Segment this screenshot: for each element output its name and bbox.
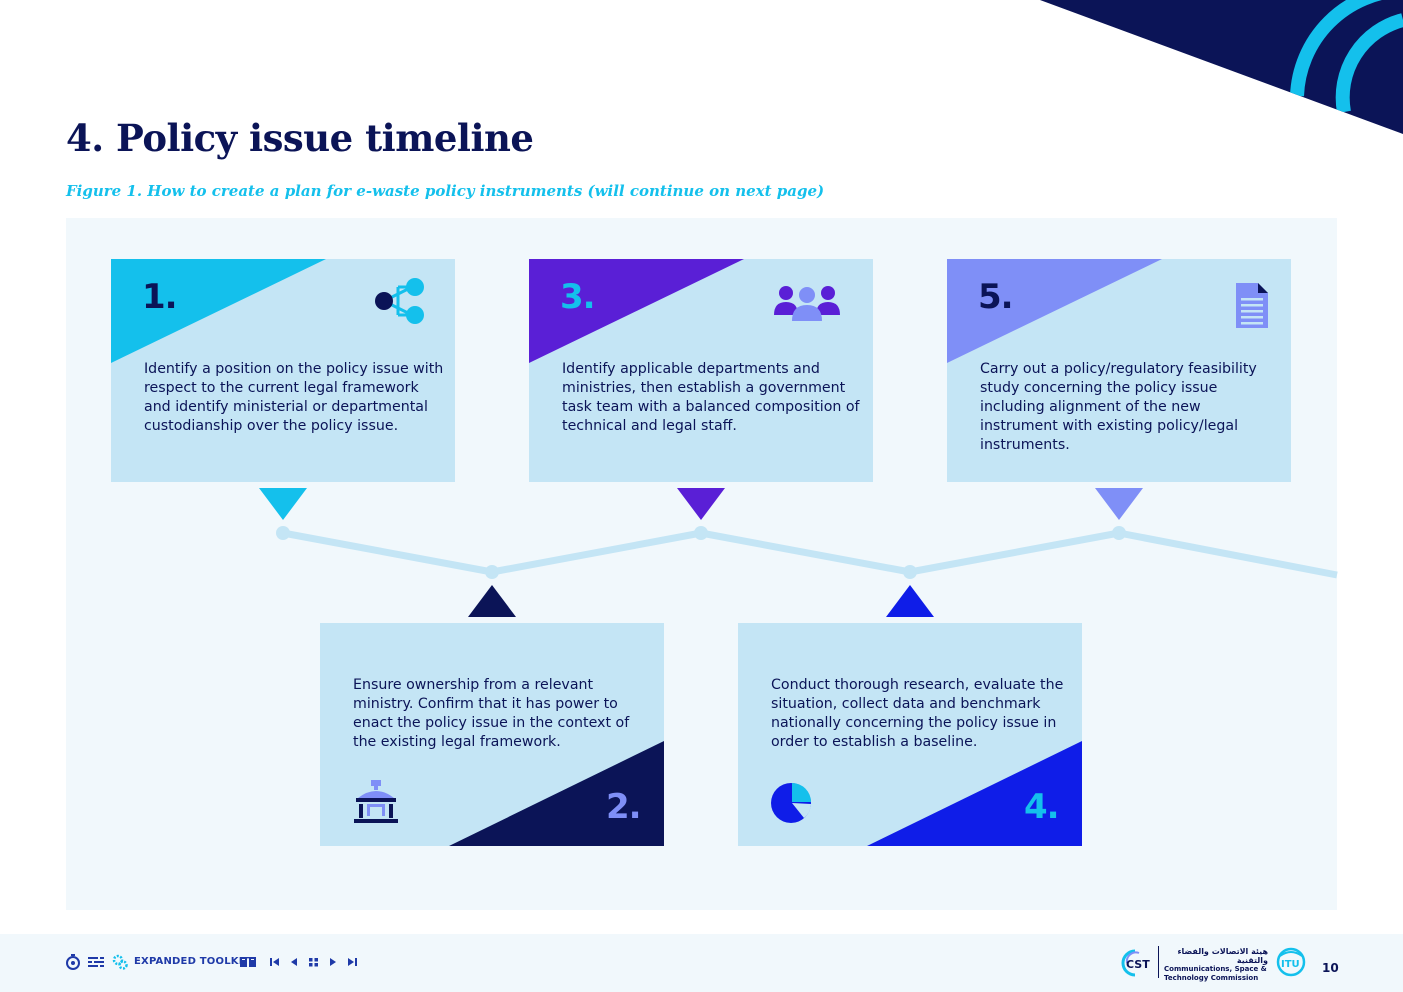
- team-people-icon: [774, 286, 840, 321]
- timeline-node-1: [276, 526, 290, 540]
- step-number: 4.: [1024, 787, 1060, 827]
- info-icon[interactable]: [66, 954, 80, 970]
- step-description: Ensure ownership from a relevant ministr…: [353, 677, 630, 750]
- org-name-line1: Communications, Space &: [1164, 965, 1267, 973]
- document-icon: [1236, 283, 1268, 328]
- first-page-icon[interactable]: [270, 954, 280, 970]
- step-description: Conduct thorough research, evaluate the …: [771, 677, 1064, 750]
- page-title: 4. Policy issue timeline: [66, 116, 534, 160]
- share-nodes-icon: [375, 278, 424, 324]
- step-card-3: 3. Identify applicable departments and m…: [529, 259, 873, 482]
- timeline-node-3: [694, 526, 708, 540]
- step-card-5: 5. Carry out a policy/regulatory feasibi…: [947, 259, 1291, 482]
- grid-icon[interactable]: [308, 954, 320, 970]
- next-page-icon[interactable]: [328, 954, 338, 970]
- step-description: Identify applicable departments and mini…: [562, 361, 860, 434]
- timeline-node-5: [1112, 526, 1126, 540]
- marker-down-step-1: [259, 488, 307, 520]
- book-icon[interactable]: [240, 954, 256, 970]
- marker-down-step-5: [1095, 488, 1143, 520]
- page-number: 10: [1322, 961, 1339, 975]
- cst-logo: CST: [1121, 949, 1150, 977]
- org-name-line2: Technology Commission: [1164, 973, 1259, 982]
- step-card-2: Ensure ownership from a relevant ministr…: [320, 623, 664, 846]
- menu-icon[interactable]: [88, 954, 104, 970]
- marker-down-step-3: [677, 488, 725, 520]
- card-accent-triangle: [867, 741, 1082, 846]
- figure-caption: Figure 1. How to create a plan for e-was…: [66, 182, 825, 200]
- itu-logo: ITU: [1276, 947, 1306, 977]
- cst-logo-text: CST: [1126, 958, 1150, 971]
- marker-up-step-2: [468, 585, 516, 617]
- pie-chart-icon: [771, 783, 811, 823]
- card-accent-triangle: [529, 259, 744, 363]
- government-building-icon: [354, 780, 398, 823]
- step-description: Carry out a policy/regulatory feasibilit…: [980, 361, 1257, 453]
- step-card-4: Conduct thorough research, evaluate the …: [738, 623, 1082, 846]
- org-name-arabic: هيئة الاتصالات والفضاء والتقنية: [1177, 947, 1268, 965]
- timeline-node-2: [485, 565, 499, 579]
- step-card-1: 1. Identify a position on the policy iss…: [111, 259, 455, 482]
- card-accent-triangle: [111, 259, 326, 363]
- step-number: 2.: [606, 787, 642, 827]
- gear-icon[interactable]: [112, 954, 128, 970]
- step-description: Identify a position on the policy issue …: [144, 361, 444, 434]
- organization-name: هيئة الاتصالات والفضاء والتقنية Communic…: [1164, 947, 1268, 982]
- expanded-toolkit-link[interactable]: EXPANDED TOOLKIT: [134, 956, 250, 967]
- previous-page-icon[interactable]: [289, 954, 299, 970]
- timeline-node-4: [903, 565, 917, 579]
- card-accent-triangle: [947, 259, 1162, 363]
- step-number: 1.: [142, 277, 178, 317]
- itu-logo-text: ITU: [1281, 959, 1300, 970]
- step-number: 5.: [978, 277, 1014, 317]
- last-page-icon[interactable]: [347, 954, 357, 970]
- footer-bar: [0, 934, 1403, 992]
- logo-divider: [1158, 946, 1159, 978]
- marker-up-step-4: [886, 585, 934, 617]
- step-number: 3.: [560, 277, 596, 317]
- card-accent-triangle: [449, 741, 664, 846]
